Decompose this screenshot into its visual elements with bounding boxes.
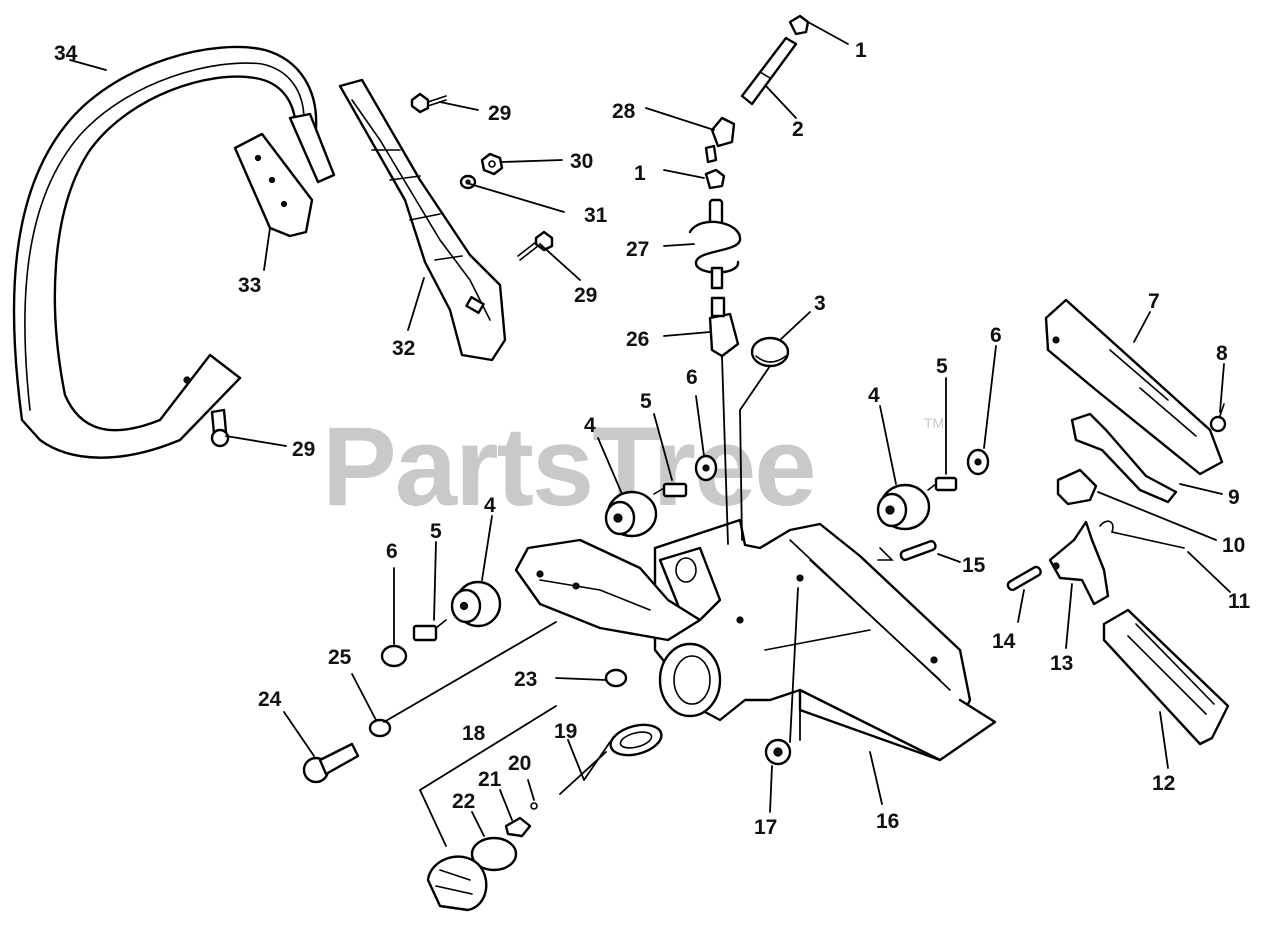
part-23-nut bbox=[604, 668, 628, 688]
callout-12: 12 bbox=[1152, 772, 1175, 795]
part-8-screw bbox=[1209, 403, 1227, 433]
callout-16: 16 bbox=[876, 810, 899, 833]
part-21-retainer bbox=[504, 816, 532, 838]
callout-4-center: 4 bbox=[584, 414, 596, 437]
callout-15: 15 bbox=[962, 554, 986, 577]
part-22-o-ring bbox=[470, 836, 518, 872]
callout-29-top: 29 bbox=[488, 102, 511, 125]
part-31-washer bbox=[459, 174, 477, 190]
part-29-bolt-lower bbox=[210, 408, 230, 448]
part-34-front-handle bbox=[12, 45, 336, 459]
callout-11: 11 bbox=[1228, 590, 1251, 613]
callout-22: 22 bbox=[452, 790, 475, 813]
callout-4-right: 4 bbox=[868, 384, 880, 407]
callout-labels: 34 33 32 29 30 31 29 29 1 2 28 1 27 26 3… bbox=[54, 39, 1251, 839]
part-5-screw-right bbox=[927, 476, 958, 492]
callout-3: 3 bbox=[814, 292, 826, 315]
part-14-pin bbox=[1006, 565, 1042, 592]
callout-28: 28 bbox=[612, 100, 636, 123]
part-30-nut bbox=[480, 152, 504, 176]
part-25-washer bbox=[368, 718, 392, 738]
callout-33: 33 bbox=[238, 274, 261, 297]
part-1-fuel-cap-lower bbox=[704, 168, 726, 190]
part-29-bolt-middle bbox=[517, 230, 554, 261]
part-26-fuel-filter bbox=[708, 296, 740, 358]
callout-2: 2 bbox=[792, 118, 804, 141]
part-6-washer-center bbox=[694, 454, 718, 482]
callout-23: 23 bbox=[514, 668, 537, 691]
callout-21: 21 bbox=[478, 768, 502, 791]
callout-24: 24 bbox=[258, 688, 282, 711]
callout-26: 26 bbox=[626, 328, 649, 351]
part-5-screw-left bbox=[412, 619, 447, 642]
callout-31: 31 bbox=[584, 204, 608, 227]
callout-27: 27 bbox=[626, 238, 649, 261]
watermark-text: PartsTree bbox=[322, 404, 815, 529]
part-4-damper-left bbox=[450, 580, 502, 628]
callout-6-center: 6 bbox=[686, 366, 698, 389]
part-4-damper-center bbox=[604, 490, 658, 538]
callout-18: 18 bbox=[462, 722, 486, 745]
part-18-fuel-cap bbox=[426, 855, 488, 912]
callout-8: 8 bbox=[1216, 342, 1228, 365]
part-7-rear-cover bbox=[1044, 298, 1224, 476]
part-16-main-housing bbox=[653, 518, 997, 762]
watermark-trademark: TM bbox=[924, 415, 944, 431]
callout-17: 17 bbox=[754, 816, 777, 839]
part-9-trigger bbox=[1070, 412, 1178, 504]
part-6-washer-left bbox=[380, 644, 408, 668]
callout-29-lower: 29 bbox=[292, 438, 315, 461]
callout-25: 25 bbox=[328, 646, 352, 669]
part-33-grip-pad bbox=[233, 132, 314, 238]
part-10-lever-block bbox=[1056, 468, 1098, 506]
part-1-fuel-cap-top bbox=[788, 14, 810, 36]
part-24-bolt bbox=[302, 742, 360, 784]
callout-14: 14 bbox=[992, 630, 1016, 653]
part-17-grommet bbox=[764, 738, 792, 766]
callout-10: 10 bbox=[1222, 534, 1245, 557]
part-11-spring-clip bbox=[1099, 520, 1185, 549]
callout-5-center: 5 bbox=[640, 390, 652, 413]
part-2-fuel-line bbox=[740, 36, 798, 106]
part-4-damper-right bbox=[876, 483, 931, 531]
part-5-screw-center bbox=[653, 482, 688, 498]
callout-5-right: 5 bbox=[936, 355, 948, 378]
part-28-elbow-fitting bbox=[704, 116, 736, 164]
part-13-throttle-linkage bbox=[1048, 520, 1110, 606]
callout-20: 20 bbox=[508, 752, 531, 775]
part-27-coil-spring bbox=[688, 198, 742, 290]
callout-6-left: 6 bbox=[386, 540, 398, 563]
callout-29-middle: 29 bbox=[574, 284, 597, 307]
part-6-washer-right bbox=[966, 448, 990, 476]
part-19-gasket-plate bbox=[609, 723, 663, 757]
part-rear-mount-bracket bbox=[514, 538, 702, 642]
callout-4-left: 4 bbox=[484, 494, 496, 517]
callout-1-top: 1 bbox=[855, 39, 867, 62]
callout-9: 9 bbox=[1228, 486, 1240, 509]
callout-19: 19 bbox=[554, 720, 577, 743]
leader-lines bbox=[69, 21, 1231, 847]
part-3-grommet bbox=[750, 336, 790, 368]
callout-30: 30 bbox=[570, 150, 593, 173]
part-12-side-cover bbox=[1102, 608, 1230, 746]
part-29-bolt-top bbox=[410, 92, 447, 114]
callout-7: 7 bbox=[1148, 290, 1160, 313]
part-32-handle-bracket bbox=[338, 78, 507, 362]
callout-13: 13 bbox=[1050, 652, 1073, 675]
callout-1-lower: 1 bbox=[634, 162, 646, 185]
callout-5-left: 5 bbox=[430, 520, 442, 543]
callout-32: 32 bbox=[392, 337, 415, 360]
callout-6-right: 6 bbox=[990, 324, 1002, 347]
callout-34: 34 bbox=[54, 42, 78, 65]
watermark: PartsTree TM bbox=[322, 404, 944, 529]
part-20-ring bbox=[530, 802, 538, 810]
part-15-pin bbox=[899, 540, 937, 561]
